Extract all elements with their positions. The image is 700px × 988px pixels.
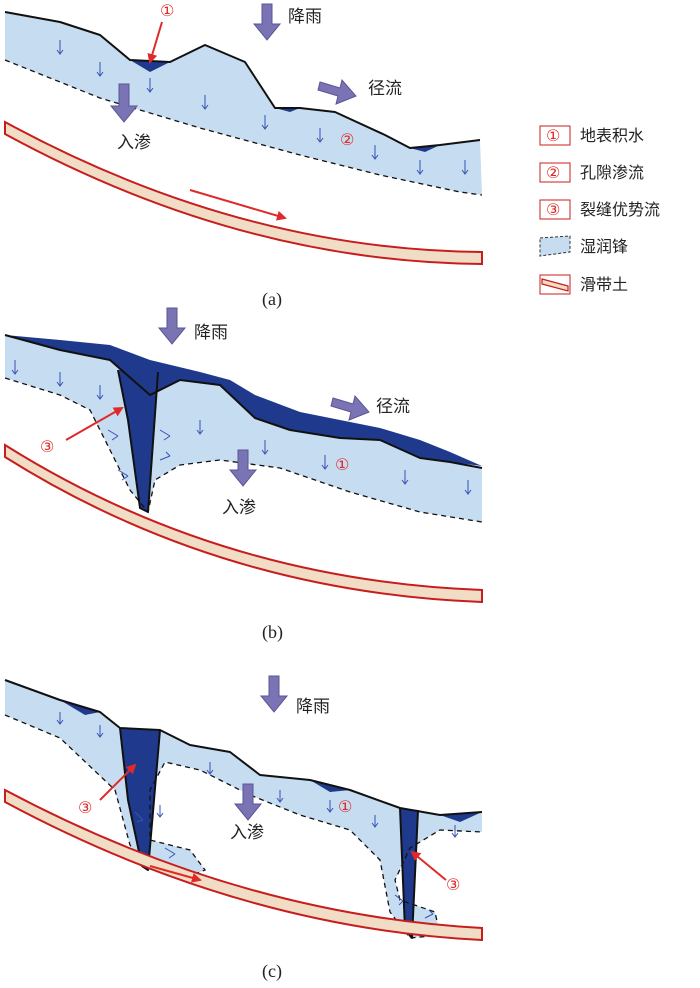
slip-zone-c bbox=[4, 788, 483, 942]
pointer-3-c-right bbox=[410, 850, 447, 881]
rain-label-c: 降雨 bbox=[296, 697, 330, 717]
infiltration-label-a: 入渗 bbox=[117, 133, 151, 153]
infiltration-arrow-a bbox=[109, 83, 139, 123]
panel-b: 降雨 径流 入渗 ③ ① (b) bbox=[4, 307, 483, 643]
legend-mark-2: ② bbox=[546, 163, 560, 182]
crack-b bbox=[118, 370, 158, 512]
slip-direction-arrow-a bbox=[189, 189, 287, 221]
caption-b: (b) bbox=[262, 622, 283, 643]
seepage-arrows-a bbox=[56, 40, 469, 175]
rain-arrow-b bbox=[157, 307, 187, 345]
pointer-1-a bbox=[147, 21, 163, 64]
ponded-water-b bbox=[5, 335, 482, 466]
panel-a: 降雨 径流 入渗 ① ② (a) bbox=[4, 1, 483, 310]
legend-swatch-wetting-front bbox=[539, 235, 571, 257]
legend-label-slip-zone: 滑带土 bbox=[580, 275, 628, 294]
legend-mark-1: ① bbox=[546, 126, 560, 145]
rain-label-b: 降雨 bbox=[194, 323, 228, 343]
caption-c: (c) bbox=[262, 961, 282, 982]
infiltration-arrow-b bbox=[228, 449, 258, 487]
legend-item-ponding: ① 地表积水 bbox=[539, 125, 644, 146]
legend-label-pore-seepage: 孔隙渗流 bbox=[580, 163, 644, 182]
legend: ① 地表积水 ② 孔隙渗流 ③ 裂缝优势流 湿润锋 滑带土 bbox=[539, 125, 660, 295]
marker-1-b: ① bbox=[335, 455, 349, 474]
legend-label-wetting-front: 湿润锋 bbox=[580, 237, 628, 256]
seepage-arrows-b bbox=[11, 360, 472, 495]
infiltration-label-b: 入渗 bbox=[222, 498, 256, 518]
ground-surface-a bbox=[4, 11, 481, 149]
wetting-front-a bbox=[4, 59, 483, 196]
runoff-label-a: 径流 bbox=[368, 79, 402, 99]
infiltration-label-c: 入渗 bbox=[230, 823, 264, 843]
legend-swatch-slip-zone bbox=[541, 278, 569, 292]
panel-c: 降雨 入渗 ③ ① ③ (c) bbox=[4, 675, 483, 982]
runoff-arrow-b bbox=[330, 394, 370, 421]
legend-mark-3: ③ bbox=[546, 200, 560, 219]
runoff-label-b: 径流 bbox=[376, 397, 410, 417]
pointer-3-b bbox=[65, 407, 124, 441]
slip-zone-a bbox=[4, 120, 483, 266]
caption-a: (a) bbox=[262, 289, 282, 310]
rain-arrow-c bbox=[259, 675, 289, 713]
legend-item-wetting-front: 湿润锋 bbox=[539, 235, 628, 257]
wetting-front-b bbox=[4, 377, 483, 523]
rain-arrow-a bbox=[252, 3, 282, 41]
marker-1-c: ① bbox=[338, 797, 352, 816]
infiltration-arrow-c bbox=[233, 783, 263, 821]
seepage-arrows-c bbox=[56, 712, 459, 919]
slip-zone-b bbox=[4, 443, 483, 604]
marker-2-a: ② bbox=[340, 130, 354, 149]
legend-item-slip-zone: 滑带土 bbox=[539, 274, 628, 295]
legend-item-crack-flow: ③ 裂缝优势流 bbox=[539, 199, 660, 220]
legend-label-crack-flow: 裂缝优势流 bbox=[580, 200, 660, 219]
rain-label-a: 降雨 bbox=[288, 7, 322, 27]
marker-3-b: ③ bbox=[40, 437, 54, 456]
marker-3-c-right: ③ bbox=[446, 875, 460, 894]
marker-1-a: ① bbox=[160, 1, 174, 20]
pointer-3-c-left bbox=[99, 763, 137, 801]
crack-edge-b bbox=[117, 369, 159, 513]
marker-3-c-left: ③ bbox=[78, 798, 92, 817]
slip-direction-arrow-c bbox=[149, 865, 202, 883]
legend-label-ponding: 地表积水 bbox=[580, 126, 644, 145]
ground-surface-b bbox=[4, 334, 483, 469]
legend-item-pore-seepage: ② 孔隙渗流 bbox=[539, 162, 644, 183]
runoff-arrow-a bbox=[317, 78, 357, 105]
